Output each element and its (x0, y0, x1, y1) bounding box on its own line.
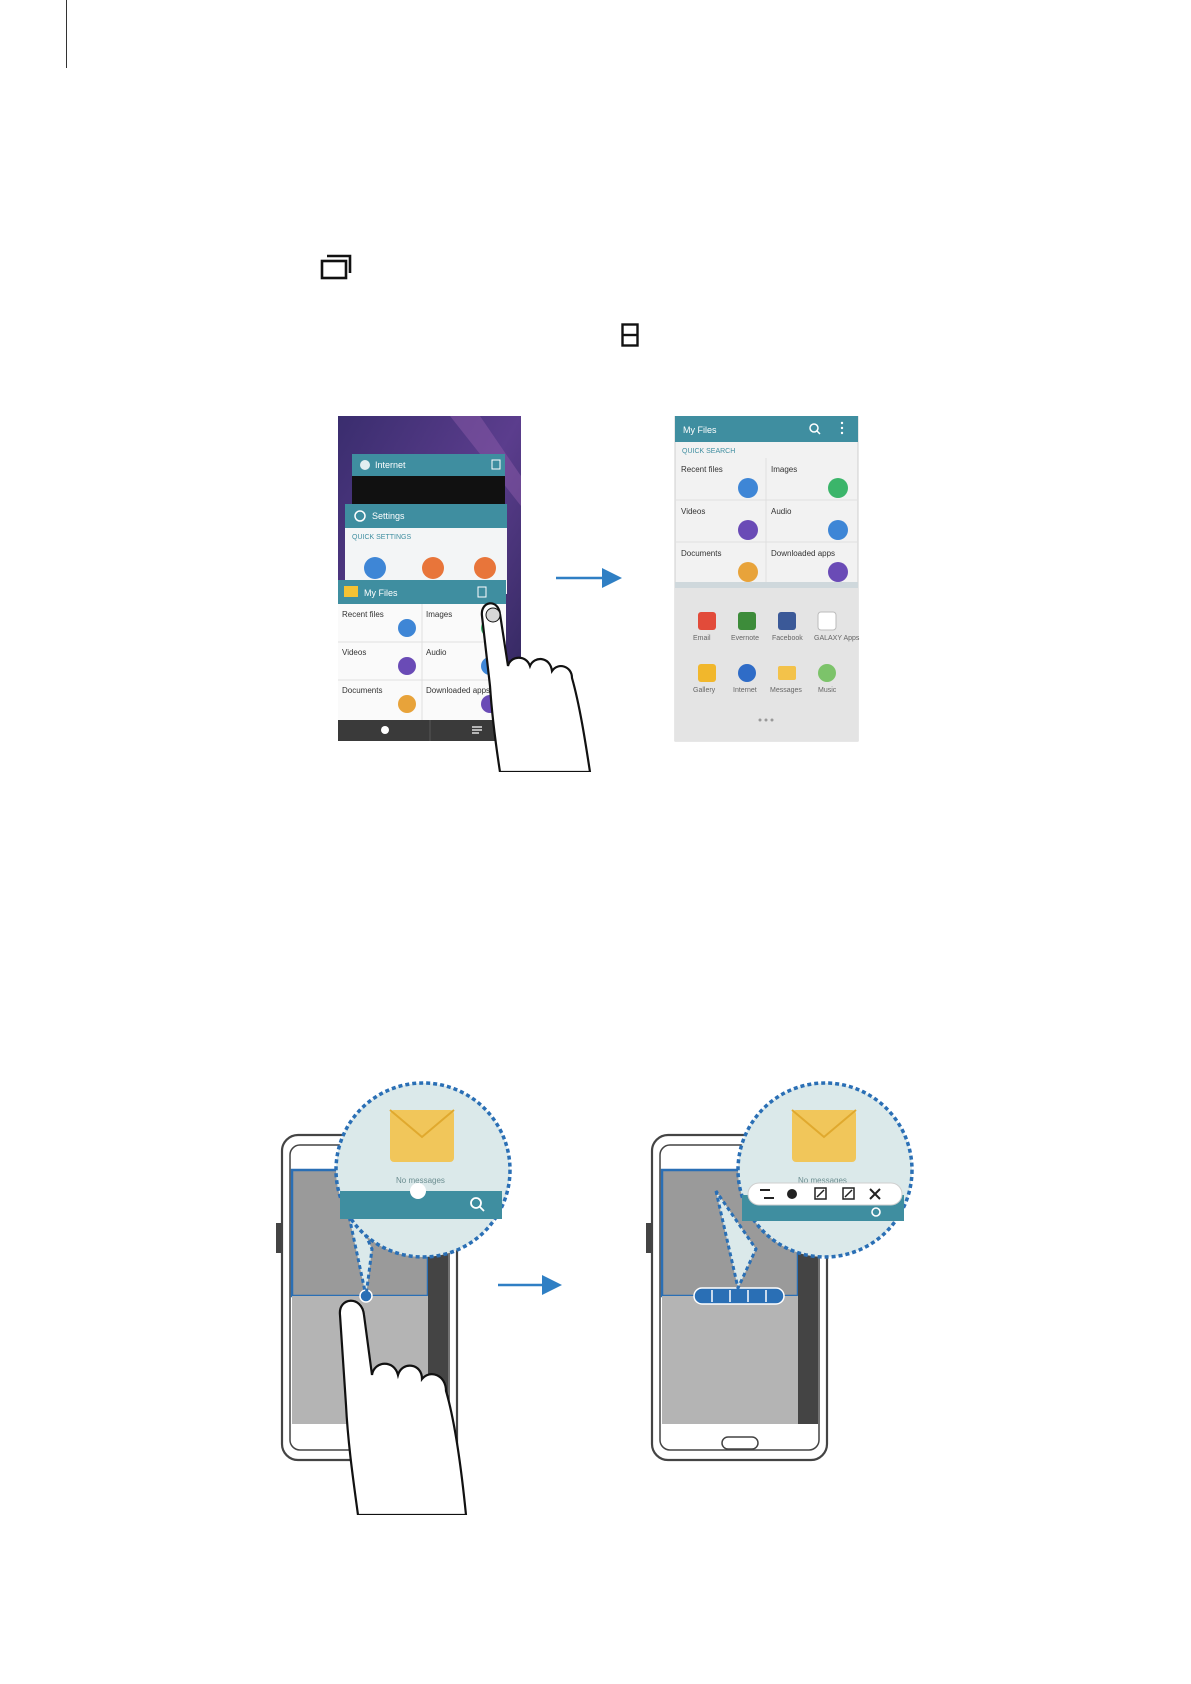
hand-illustration (480, 602, 592, 772)
svg-text:Downloaded apps: Downloaded apps (771, 549, 835, 558)
svg-text:QUICK SEARCH: QUICK SEARCH (682, 448, 735, 455)
app-icon[interactable] (817, 611, 837, 631)
empty-message: No messages (798, 1176, 847, 1185)
svg-text:Recent files: Recent files (342, 610, 384, 619)
app-icon[interactable] (698, 664, 716, 682)
svg-text:Images: Images (771, 465, 797, 474)
close-icon[interactable] (869, 1188, 881, 1200)
split-window-icon (621, 323, 639, 347)
recent-card-title: Settings (372, 511, 405, 521)
zoom-bubble-left: No messages (334, 1081, 512, 1297)
svg-text:Messages: Messages (770, 687, 802, 694)
svg-text:Documents: Documents (681, 549, 721, 558)
app-icon[interactable] (778, 612, 796, 630)
zoom-bubble-right: No messages (714, 1081, 914, 1293)
hand-illustration (338, 1299, 468, 1515)
recent-apps-bottom-bar (338, 720, 521, 741)
app-icon[interactable] (818, 664, 836, 682)
app-icon[interactable] (698, 612, 716, 630)
recent-card-title: Internet (375, 460, 406, 470)
split-result-screen: My Files QUICK SEARCH Recent files Image… (674, 416, 860, 742)
maximize-window-icon[interactable] (842, 1187, 855, 1200)
svg-text:Email: Email (693, 635, 711, 642)
svg-text:Gallery: Gallery (693, 687, 716, 694)
split-controls-bar[interactable] (693, 1287, 785, 1305)
svg-text:Evernote: Evernote (731, 635, 759, 642)
blue-arrow (556, 568, 622, 588)
svg-text:Internet: Internet (733, 687, 757, 694)
split-handle-zoomed[interactable] (410, 1183, 426, 1199)
svg-text:Videos: Videos (681, 507, 705, 516)
search-icon[interactable] (809, 423, 819, 433)
svg-text:Videos: Videos (342, 648, 366, 657)
app-icon[interactable] (738, 612, 756, 630)
more-options-icon[interactable] (840, 421, 844, 425)
app-icon[interactable] (738, 664, 756, 682)
figure-recent-apps: Internet Settings QUICK SETTINGS My File… (338, 416, 860, 772)
svg-text:Images: Images (426, 610, 452, 619)
search-icon (470, 1197, 482, 1209)
recent-card-my-files[interactable]: My Files Recent files Images Videos Audi… (338, 580, 506, 720)
section-label: QUICK SETTINGS (352, 534, 411, 541)
svg-text:Facebook: Facebook (772, 635, 803, 642)
svg-text:Audio: Audio (426, 648, 447, 657)
svg-text:Audio: Audio (771, 507, 792, 516)
app-icon[interactable] (778, 666, 796, 680)
task-manager-icon[interactable] (381, 726, 389, 734)
minimize-window-icon[interactable] (814, 1187, 827, 1200)
search-icon (871, 1207, 881, 1217)
blue-arrow (498, 1275, 562, 1295)
recent-card-internet[interactable]: Internet (352, 454, 505, 504)
empty-message: No messages (396, 1176, 445, 1185)
svg-text:Downloaded apps: Downloaded apps (426, 686, 490, 695)
page-margin-line (66, 0, 67, 68)
my-files-title: My Files (683, 425, 717, 435)
recent-apps-icon (320, 254, 352, 280)
figure-split-controls: No messages No m (276, 1081, 914, 1515)
svg-text:GALAXY Apps: GALAXY Apps (814, 635, 860, 642)
close-all-icon[interactable] (472, 726, 482, 734)
switch-windows-icon[interactable] (760, 1189, 774, 1199)
drag-content-icon[interactable] (787, 1189, 797, 1199)
svg-text:Recent files: Recent files (681, 465, 723, 474)
svg-text:Documents: Documents (342, 686, 382, 695)
recent-card-title: My Files (364, 588, 398, 598)
svg-text:Music: Music (818, 687, 837, 694)
